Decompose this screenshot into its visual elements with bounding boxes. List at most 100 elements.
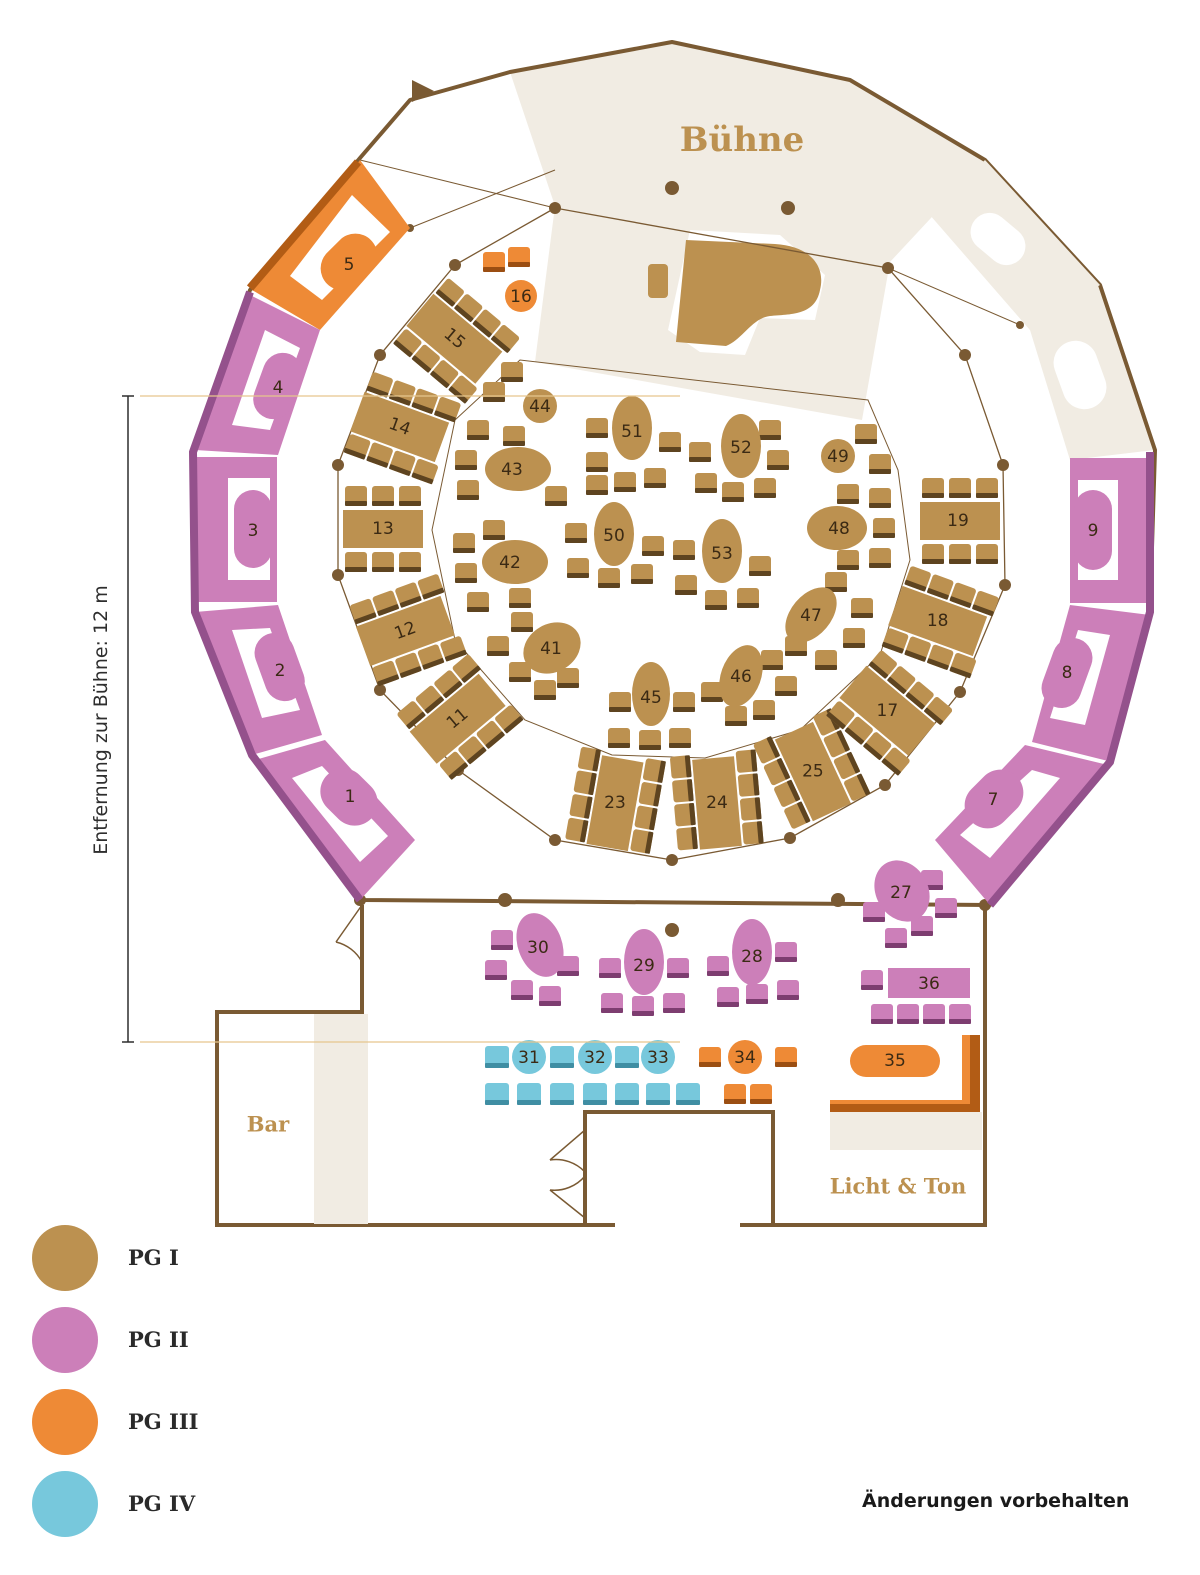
booth-5[interactable]: 5 (252, 160, 410, 330)
table-19[interactable]: 19 (920, 478, 1000, 564)
svg-text:5: 5 (344, 255, 355, 275)
svg-text:16: 16 (510, 287, 532, 307)
svg-text:45: 45 (640, 688, 662, 708)
table-46[interactable]: 46 (701, 639, 797, 726)
table-27[interactable]: 27 (863, 850, 957, 948)
legend-swatch-icon (32, 1389, 98, 1455)
svg-text:23: 23 (604, 793, 626, 813)
table-15[interactable]: 15 (392, 277, 521, 404)
svg-text:2: 2 (275, 661, 286, 681)
table-25[interactable]: 25 (752, 708, 871, 830)
stage-area (510, 42, 985, 420)
table-23[interactable]: 23 (564, 746, 667, 854)
svg-text:4: 4 (273, 378, 284, 398)
table-41[interactable]: 41 (487, 612, 590, 700)
svg-text:24: 24 (706, 793, 728, 813)
table-28[interactable]: 28 (707, 919, 799, 1007)
svg-text:33: 33 (647, 1048, 669, 1068)
svg-text:44: 44 (529, 397, 551, 417)
door-icon (335, 904, 586, 1219)
table-52[interactable]: 52 (689, 414, 789, 502)
lower-wall (215, 905, 615, 1227)
svg-text:3: 3 (248, 521, 259, 541)
svg-text:13: 13 (372, 519, 394, 539)
svg-text:52: 52 (730, 438, 752, 458)
svg-text:53: 53 (711, 544, 733, 564)
svg-text:41: 41 (540, 639, 562, 659)
table-36[interactable]: 36 (861, 968, 971, 1024)
table-11[interactable]: 11 (396, 653, 524, 781)
table-14[interactable]: 14 (343, 371, 462, 485)
table-44[interactable]: 44 (483, 362, 557, 423)
table-45[interactable]: 45 (608, 662, 695, 750)
table-47[interactable]: 47 (775, 572, 873, 670)
svg-text:27: 27 (890, 883, 912, 903)
svg-text:17: 17 (877, 701, 899, 721)
svg-text:49: 49 (827, 447, 849, 467)
legend-item-pg1: PG I (32, 1225, 332, 1291)
svg-text:28: 28 (741, 947, 763, 967)
table-13[interactable]: 13 (343, 486, 423, 572)
legend-label: PG I (128, 1245, 179, 1270)
table-32[interactable]: 32 (550, 1040, 612, 1105)
booth-1[interactable]: 1 (255, 740, 415, 900)
legend-item-pg4: PG IV (32, 1471, 332, 1537)
svg-text:29: 29 (633, 956, 655, 976)
svg-text:48: 48 (828, 519, 850, 539)
table-50[interactable]: 50 (565, 502, 664, 588)
svg-text:8: 8 (1062, 663, 1073, 683)
svg-text:36: 36 (918, 974, 940, 994)
legend-swatch-icon (32, 1225, 98, 1291)
svg-text:51: 51 (621, 422, 643, 442)
legend-swatch-icon (32, 1471, 98, 1537)
svg-text:50: 50 (603, 526, 625, 546)
svg-text:19: 19 (947, 511, 969, 531)
booth-9[interactable]: 9 (1070, 458, 1150, 603)
light-sound-label: Licht & Ton (830, 1174, 967, 1199)
svg-text:47: 47 (800, 606, 822, 626)
bar-label: Bar (247, 1112, 290, 1137)
table-53[interactable]: 53 (673, 519, 771, 610)
disclaimer-note: Änderungen vorbehalten (862, 1490, 1130, 1512)
table-29[interactable]: 29 (599, 929, 689, 1016)
table-24[interactable]: 24 (669, 749, 764, 851)
svg-text:25: 25 (802, 762, 824, 782)
legend-item-pg3: PG III (32, 1389, 332, 1455)
stage-label: Bühne (680, 120, 805, 160)
booth-right-upper (930, 160, 1107, 410)
table-16[interactable]: 16 (483, 247, 537, 312)
table-49[interactable]: 49 (821, 424, 891, 474)
svg-text:9: 9 (1088, 521, 1099, 541)
table-31[interactable]: 31 (485, 1040, 546, 1105)
table-34[interactable]: 34 (699, 1040, 797, 1104)
legend-item-pg2: PG II (32, 1307, 332, 1373)
booth-2[interactable]: 2 (195, 605, 322, 755)
table-35[interactable]: 35 (830, 1035, 980, 1112)
svg-text:7: 7 (988, 790, 999, 810)
floor-ring (431, 359, 911, 759)
svg-text:46: 46 (730, 667, 752, 687)
table-43[interactable]: 43 (455, 420, 567, 506)
legend-label: PG III (128, 1409, 199, 1434)
distance-label: Entfernung zur Bühne: 12 m (90, 585, 112, 854)
svg-text:1: 1 (345, 787, 356, 807)
table-17[interactable]: 17 (825, 649, 954, 776)
svg-text:35: 35 (884, 1051, 906, 1071)
table-42[interactable]: 42 (453, 520, 548, 612)
entrance-arrow-icon (412, 80, 434, 102)
legend-label: PG IV (128, 1491, 196, 1516)
table-12[interactable]: 12 (348, 573, 468, 687)
table-33[interactable]: 33 (615, 1040, 700, 1105)
booth-3[interactable]: 3 (195, 457, 277, 602)
table-18[interactable]: 18 (881, 565, 1000, 679)
svg-text:43: 43 (501, 460, 523, 480)
table-30[interactable]: 30 (485, 906, 579, 1006)
table-51[interactable]: 51 (586, 396, 681, 495)
booth-4[interactable]: 4 (195, 295, 320, 455)
legend-label: PG II (128, 1327, 189, 1352)
table-48[interactable]: 48 (807, 484, 895, 570)
legend-swatch-icon (32, 1307, 98, 1373)
svg-text:30: 30 (527, 938, 549, 958)
booth-7[interactable]: 7 (935, 745, 1108, 905)
